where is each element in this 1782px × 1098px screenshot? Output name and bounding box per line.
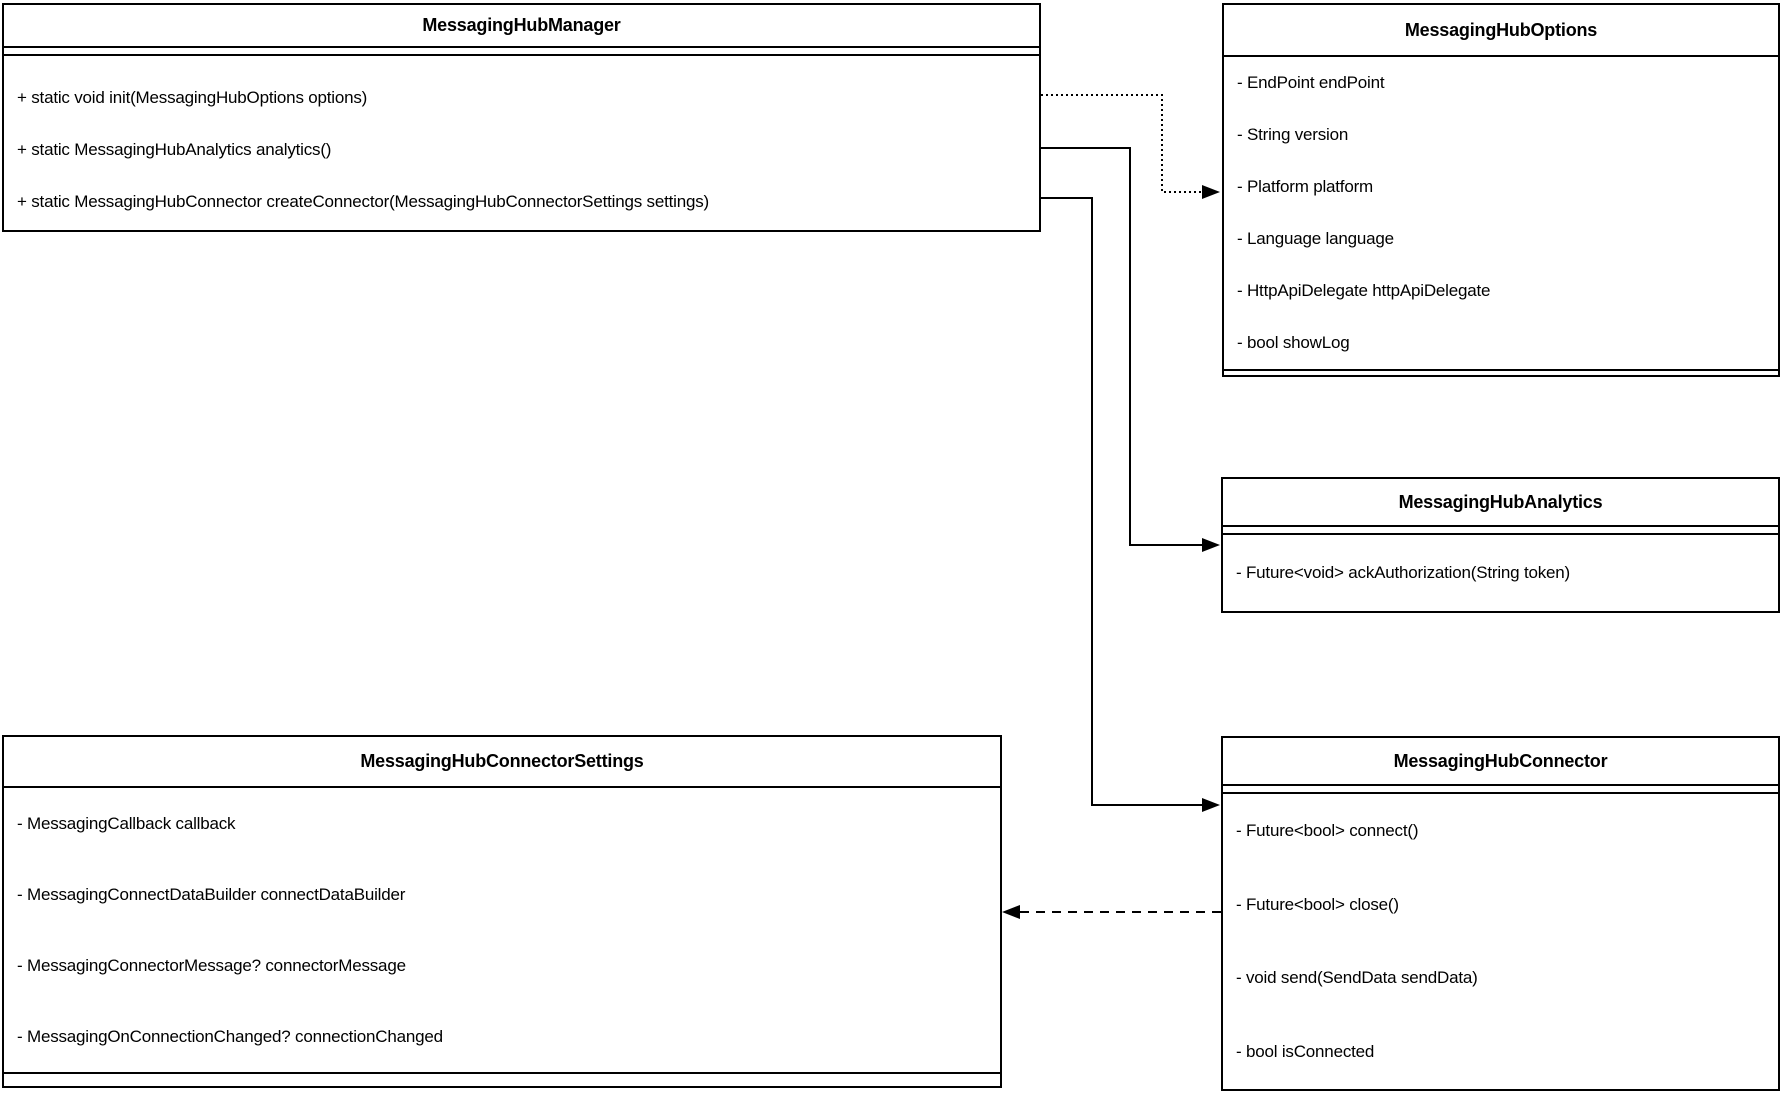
relation-manager-to-analytics-arrow[interactable] <box>1041 147 1220 552</box>
class-member-row: + static MessagingHubConnector createCon… <box>17 192 709 211</box>
empty-methods-compartment <box>4 1072 1000 1086</box>
class-member-row: - void send(SendData sendData) <box>1236 968 1478 988</box>
class-member-row: - bool showLog <box>1237 333 1350 352</box>
class-member-row: - Future<bool> close() <box>1236 894 1399 914</box>
class-title: MessagingHubManager <box>4 5 1039 48</box>
class-member-row: - Future<bool> connect() <box>1236 820 1419 840</box>
empty-attributes-compartment <box>1223 527 1778 535</box>
class-box-messaging-hub-analytics[interactable]: MessagingHubAnalytics - Future<void> ack… <box>1221 477 1780 613</box>
class-member-row: - String version <box>1237 125 1349 144</box>
empty-attributes-compartment <box>4 48 1039 56</box>
class-member-row: - MessagingCallback callback <box>17 813 236 833</box>
class-box-messaging-hub-connector-settings[interactable]: MessagingHubConnectorSettings - Messagin… <box>2 735 1002 1088</box>
relation-manager-to-options-dotted-arrow[interactable] <box>1041 94 1220 199</box>
class-box-messaging-hub-connector[interactable]: MessagingHubConnector - Future<bool> con… <box>1221 736 1780 1091</box>
class-member-row: - Future<void> ackAuthorization(String t… <box>1236 563 1571 582</box>
class-title: MessagingHubAnalytics <box>1223 479 1778 527</box>
class-title: MessagingHubConnector <box>1223 738 1778 786</box>
class-box-messaging-hub-manager[interactable]: MessagingHubManager + static void init(M… <box>2 3 1041 232</box>
class-title: MessagingHubConnectorSettings <box>4 737 1000 788</box>
class-member-row: - Platform platform <box>1237 177 1374 196</box>
class-member-row: - HttpApiDelegate httpApiDelegate <box>1237 281 1491 300</box>
empty-methods-compartment <box>1224 369 1778 375</box>
class-member-row: - EndPoint endPoint <box>1237 73 1385 92</box>
class-title: MessagingHubOptions <box>1224 5 1778 57</box>
relation-manager-to-connector-arrow[interactable] <box>1041 197 1220 812</box>
class-member-row: - bool isConnected <box>1236 1042 1375 1062</box>
relation-connector-to-settings-dashed-arrow[interactable] <box>1002 905 1221 919</box>
class-member-row: - MessagingConnectorMessage? connectorMe… <box>17 955 406 975</box>
class-member-row: - MessagingOnConnectionChanged? connecti… <box>17 1026 443 1046</box>
empty-attributes-compartment <box>1223 786 1778 794</box>
class-member-row: + static MessagingHubAnalytics analytics… <box>17 140 332 159</box>
class-member-row: - Language language <box>1237 229 1394 248</box>
class-member-row: - MessagingConnectDataBuilder connectDat… <box>17 884 406 904</box>
class-box-messaging-hub-options[interactable]: MessagingHubOptions - EndPoint endPoint … <box>1222 3 1780 377</box>
class-member-row: + static void init(MessagingHubOptions o… <box>17 88 368 107</box>
